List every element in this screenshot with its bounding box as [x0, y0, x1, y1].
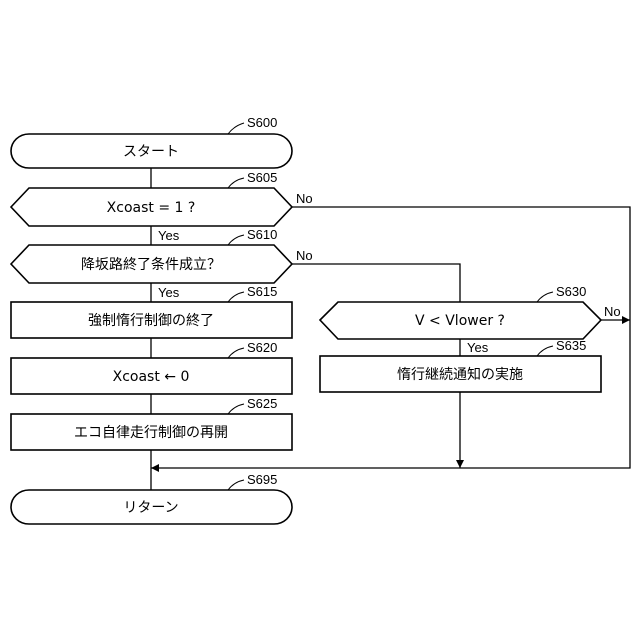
s605-step-id: S605 [247, 170, 277, 185]
return-label: リターン [123, 500, 178, 516]
s695-step-id: S695 [247, 472, 277, 487]
s630-leader [537, 292, 553, 302]
start-label: スタート [123, 144, 179, 160]
s635-leader [537, 346, 553, 356]
s630-step-id: S630 [556, 284, 586, 299]
decision-xcoast-label: Xcoast = 1 ? [107, 200, 196, 216]
s615-step-id: S615 [247, 284, 277, 299]
process-end-forced-coast-label: 強制惰行制御の終了 [88, 313, 214, 329]
s610-step-id: S610 [247, 227, 277, 242]
s615-leader [228, 292, 244, 302]
s610-no-label: No [296, 248, 313, 263]
s625-leader [228, 404, 244, 414]
arrowhead-merge [151, 464, 159, 472]
s605-no-label: No [296, 191, 313, 206]
s610-leader [228, 235, 244, 245]
s610-yes-label: Yes [158, 285, 180, 300]
arrowhead-s630-no [622, 316, 630, 324]
decision-speed-lower-label: V < Vlower ? [415, 313, 505, 329]
arrowhead-s635-down [456, 460, 464, 468]
s630-no-label: No [604, 304, 621, 319]
process-coast-notice-label: 惰行継続通知の実施 [397, 366, 523, 383]
s635-step-id: S635 [556, 338, 586, 353]
flow-s610-no [292, 264, 460, 302]
s625-step-id: S625 [247, 396, 277, 411]
s630-yes-label: Yes [467, 340, 489, 355]
start-terminal: スタート S600 [11, 115, 292, 168]
s600-step-id: S600 [247, 115, 277, 130]
s695-leader [228, 480, 244, 490]
process-resume-eco-drive-label: エコ自律走行制御の再開 [74, 425, 228, 441]
s620-step-id: S620 [247, 340, 277, 355]
s620-leader [228, 348, 244, 358]
s605-leader [228, 178, 244, 188]
s605-yes-label: Yes [158, 228, 180, 243]
decision-downhill-end-label: 降坂路終了条件成立？ [81, 256, 221, 273]
process-reset-xcoast-label: Xcoast ← 0 [113, 369, 190, 385]
s600-leader [228, 123, 244, 134]
